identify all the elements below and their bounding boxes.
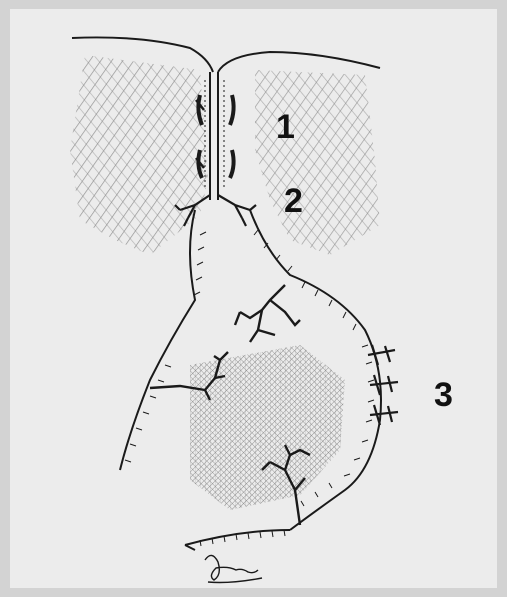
lower-hatched-area xyxy=(190,345,345,510)
artist-signature xyxy=(205,555,262,582)
right-hatched-area xyxy=(255,70,380,255)
left-hatched-area xyxy=(70,55,208,255)
label-1: 1 xyxy=(276,108,295,147)
right-edge-sutures xyxy=(368,345,398,425)
label-3: 3 xyxy=(434,376,453,415)
label-2: 2 xyxy=(284,182,303,221)
